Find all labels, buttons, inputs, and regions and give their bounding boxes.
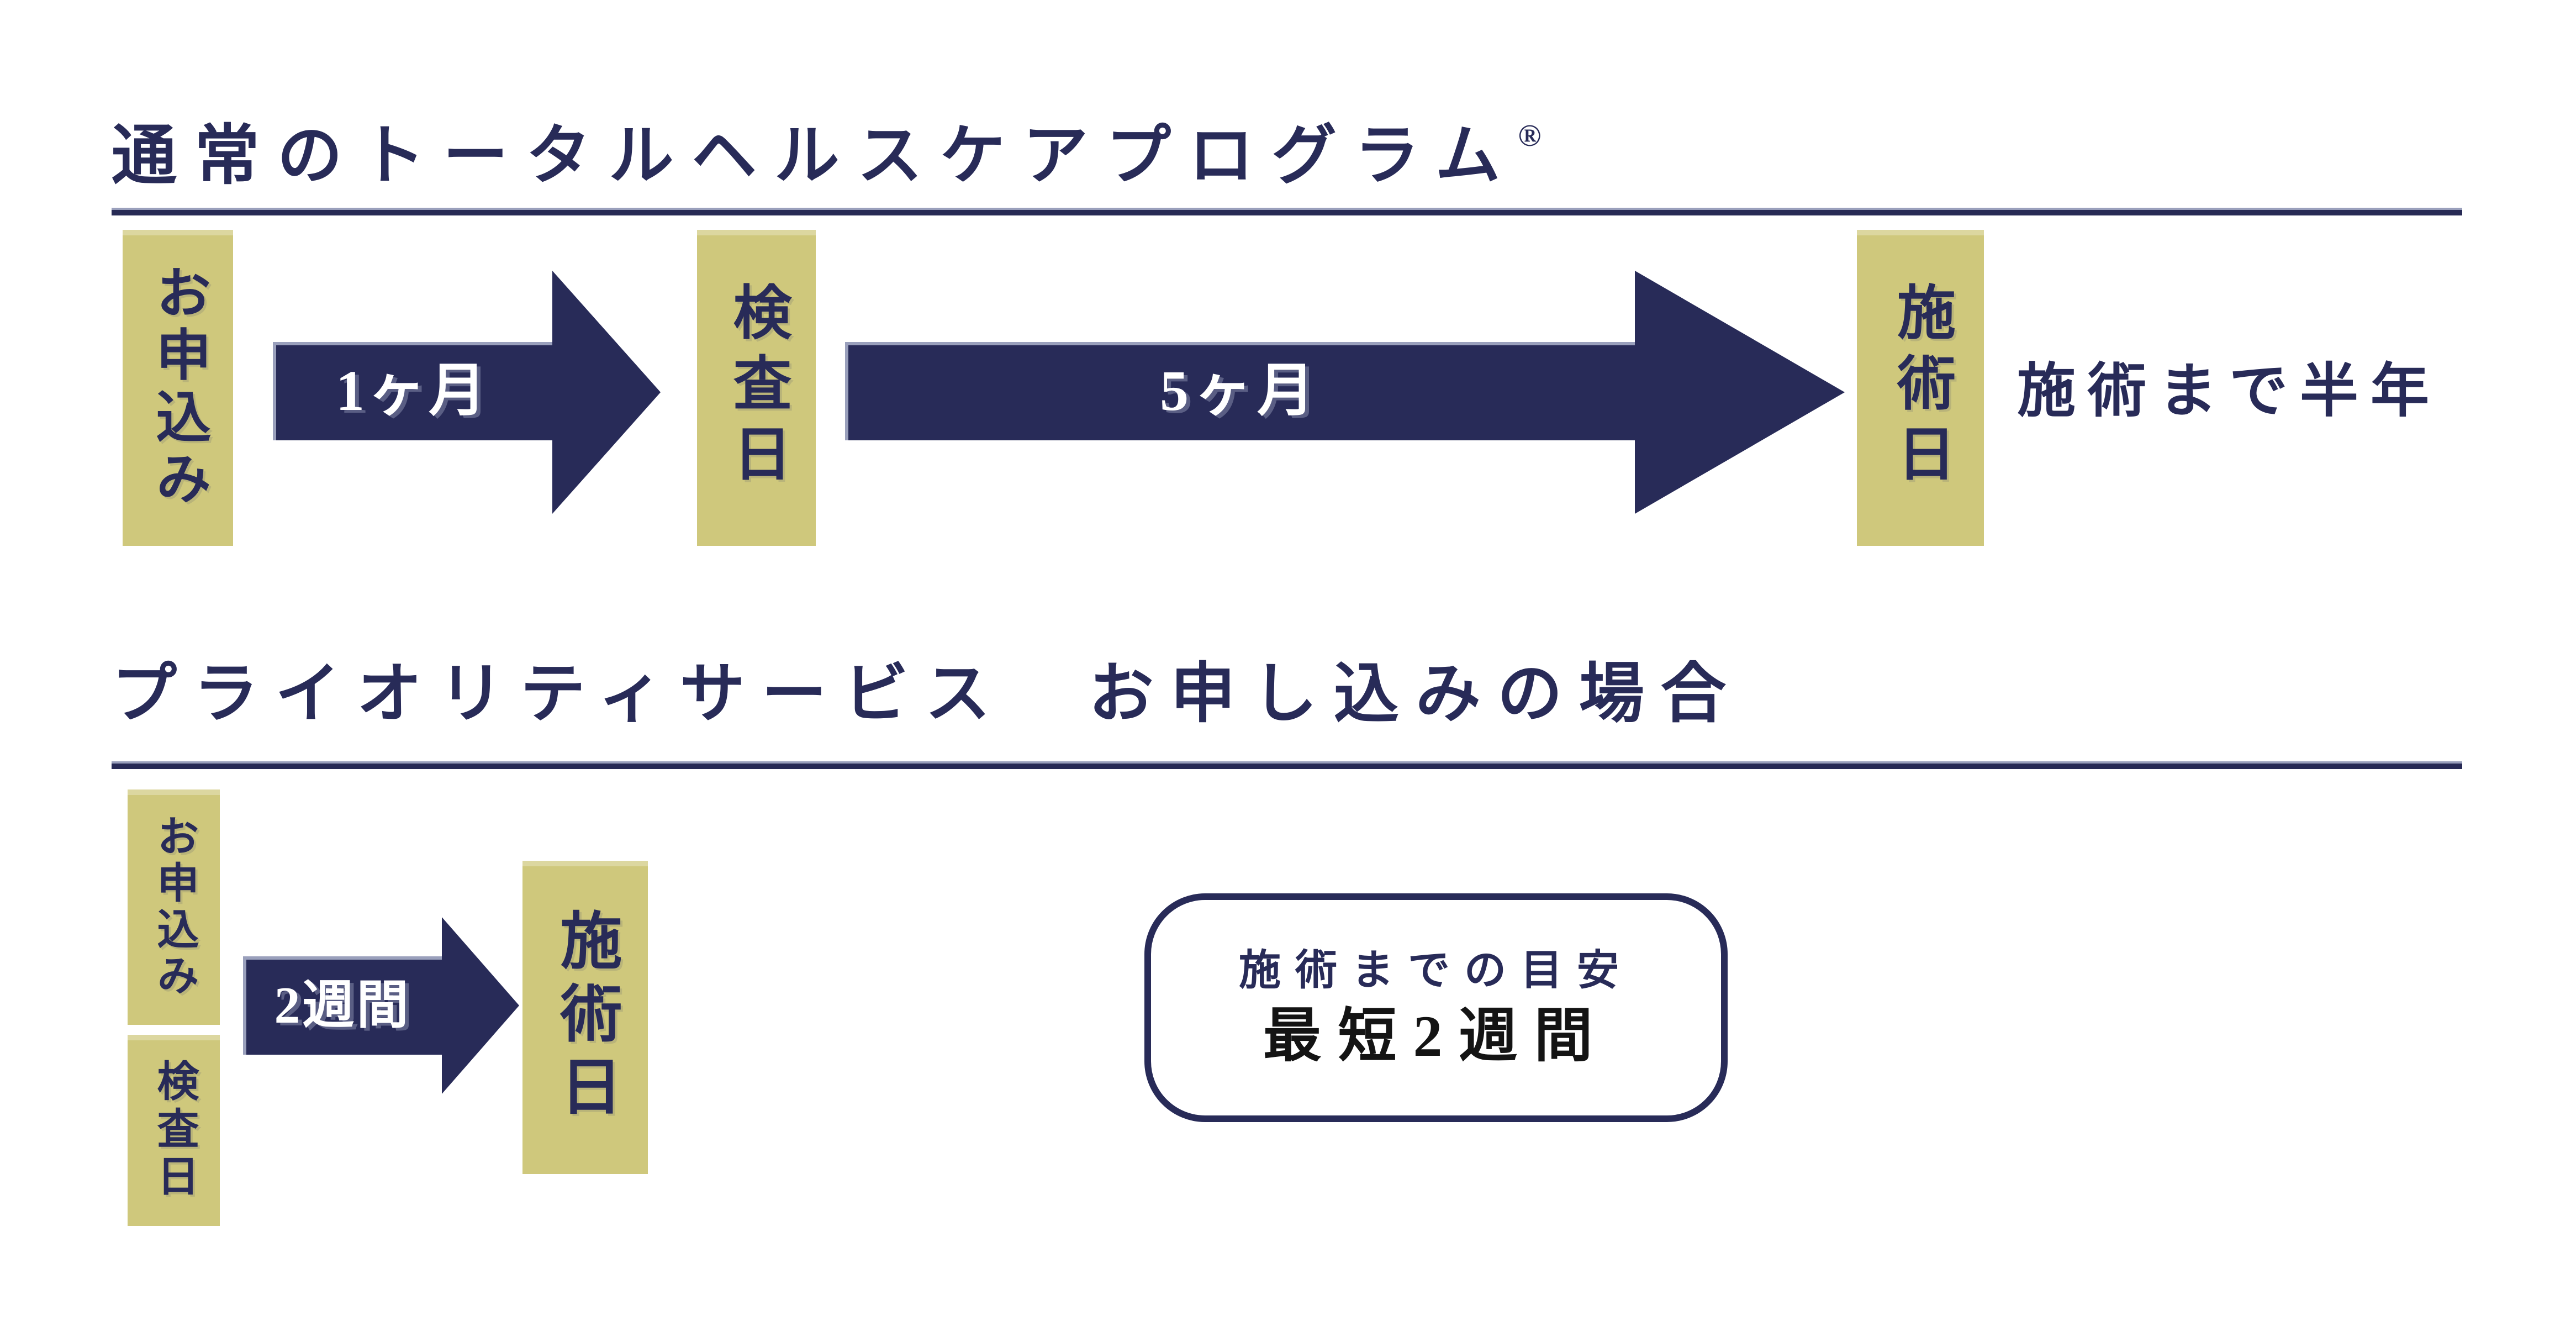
arrow-1-month: 1ヶ月: [273, 342, 552, 440]
step-box-exam-day-2: 検査日: [128, 1035, 220, 1226]
section1-title-text: 通常のトータルヘルスケアプログラム: [112, 120, 1518, 192]
step-box-treatment-day-2: 施術日: [522, 861, 648, 1174]
arrow-2-weeks-head-icon: [442, 917, 519, 1094]
arrow-2-weeks-label: 2週間: [274, 977, 411, 1034]
section1-title: 通常のトータルヘルスケアプログラム®: [112, 120, 1541, 189]
half-year-note: 施術まで半年: [2017, 359, 2441, 424]
arrow-1-month-label: 1ヶ月: [335, 359, 489, 423]
step-box-exam-day-1-label: 検査日: [724, 282, 789, 494]
arrow-2-weeks: 2週間: [243, 956, 442, 1055]
step-box-application-2: お申込み: [128, 789, 220, 1025]
arrow-5-months-label: 5ヶ月: [1159, 359, 1320, 423]
section1-divider-line: [112, 208, 2462, 215]
estimate-badge-caption: 施術までの目安: [1239, 948, 1633, 994]
step-box-treatment-day-1-label: 施術日: [1888, 282, 1953, 494]
arrow-5-months-head-icon: [1635, 271, 1845, 514]
step-box-exam-day-2-label: 検査日: [150, 1059, 197, 1202]
registered-trademark-mark: ®: [1518, 119, 1542, 153]
step-box-application-2-label: お申込み: [150, 814, 197, 1000]
step-box-exam-day-1: 検査日: [697, 230, 816, 546]
arrow-5-months: 5ヶ月: [845, 342, 1635, 440]
step-box-treatment-day-1: 施術日: [1857, 230, 1984, 546]
step-box-application-1: お申込み: [123, 230, 233, 546]
step-box-application-1-label: お申込み: [147, 264, 209, 512]
section2-title: プライオリティサービス お申し込みの場合: [112, 658, 1743, 730]
step-box-treatment-day-2-label: 施術日: [551, 908, 620, 1127]
section2-divider-line: [112, 761, 2462, 769]
estimate-badge-value: 最短2週間: [1263, 1004, 1609, 1068]
arrow-1-month-head-icon: [552, 271, 661, 514]
estimate-badge: 施術までの目安 最短2週間: [1144, 893, 1728, 1122]
